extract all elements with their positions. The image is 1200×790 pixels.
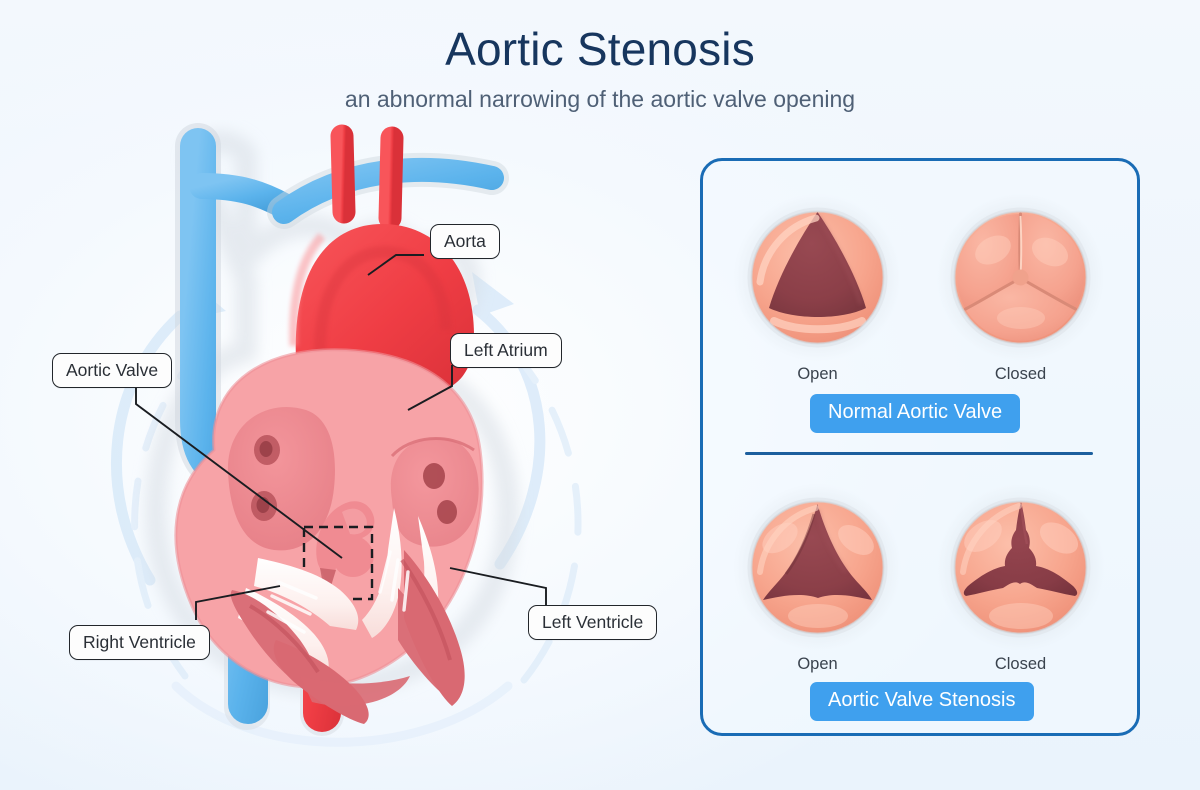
callout-aorta-label: Aorta: [444, 231, 486, 251]
callout-left-ventricle[interactable]: Left Ventricle: [528, 605, 658, 641]
state-label-normal-closed: Closed: [994, 365, 1047, 383]
callout-aortic-valve[interactable]: Aortic Valve: [52, 353, 173, 389]
subclavian-branch: [378, 126, 404, 230]
valve-figure-stenosis-open[interactable]: [730, 480, 905, 655]
callout-left-atrium-label: Left Atrium: [464, 340, 548, 360]
right-atrium-chamber: [227, 406, 335, 551]
callout-left-atrium[interactable]: Left Atrium: [450, 333, 562, 369]
leader-left-atrium: [407, 365, 453, 411]
valve-figure-stenosis-closed[interactable]: [933, 480, 1108, 655]
pulmonary-vein-ostium: [437, 500, 457, 524]
callout-left-ventricle-label: Left Ventricle: [542, 612, 644, 632]
leader-aorta: [367, 254, 424, 276]
left-atrium-chamber: [390, 437, 479, 547]
leader-aortic-valve: [135, 385, 343, 559]
leader-right-ventricle: [195, 585, 281, 620]
carotid-branch: [330, 124, 356, 224]
leader-left-ventricle: [449, 567, 547, 606]
state-label-normal-open: Open: [797, 365, 838, 383]
ventricular-apex-muscle: [300, 676, 410, 706]
mitral-valve-apparatus: [362, 508, 465, 706]
pulmonary-vein-ostium: [423, 463, 445, 489]
state-label-stenosis-closed: Closed: [994, 655, 1047, 673]
badge-normal-aortic-valve[interactable]: Normal Aortic Valve: [810, 394, 1021, 433]
heart-illustration: [0, 120, 690, 790]
panel-section-divider: [745, 452, 1093, 455]
page-title: Aortic Stenosis: [445, 23, 755, 75]
callout-aortic-valve-label: Aortic Valve: [66, 360, 159, 380]
callout-leader-lines: [135, 254, 547, 620]
callout-right-ventricle[interactable]: Right Ventricle: [69, 625, 210, 661]
page-subtitle: an abnormal narrowing of the aortic valv…: [344, 86, 856, 112]
valve-figure-normal-closed[interactable]: [933, 190, 1108, 365]
valve-figure-normal-open[interactable]: [730, 190, 905, 365]
state-label-stenosis-open: Open: [797, 655, 838, 673]
aortic-valve-region: [316, 501, 375, 602]
heart-outline-halo: [145, 130, 519, 697]
callout-aorta[interactable]: Aorta: [430, 224, 500, 260]
badge-aortic-valve-stenosis[interactable]: Aortic Valve Stenosis: [810, 682, 1034, 721]
callout-right-ventricle-label: Right Ventricle: [83, 632, 196, 652]
